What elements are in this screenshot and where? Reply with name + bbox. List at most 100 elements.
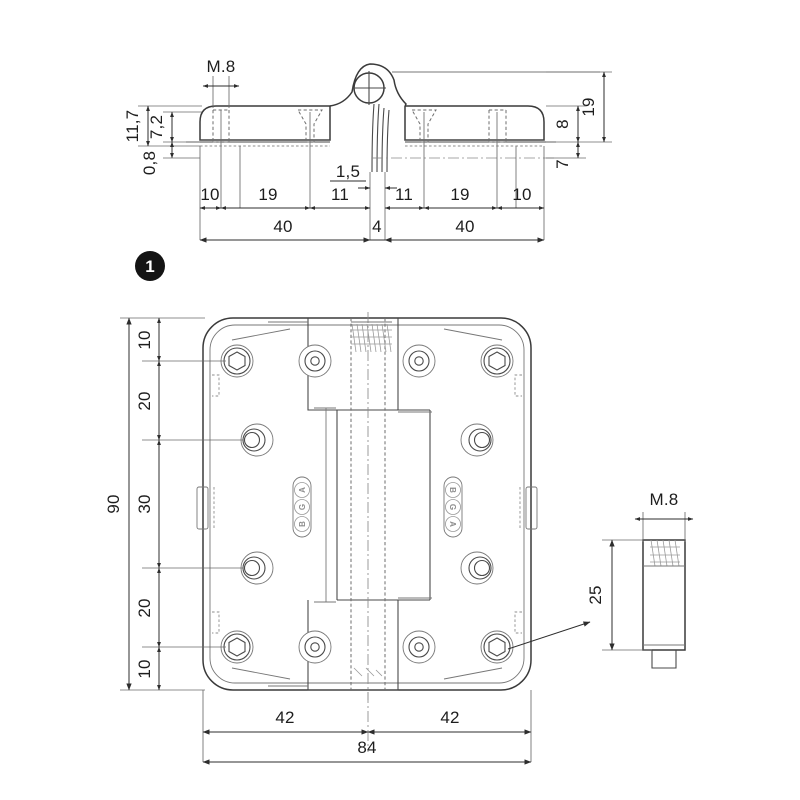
countersunk-hole-bottom-left [298, 630, 332, 664]
front-view-hdim-total: 84 [202, 738, 532, 765]
adj-lr-inner [473, 559, 491, 577]
dim-total-row: 40 4 40 [199, 217, 545, 243]
adj-lr-mid [468, 556, 492, 580]
cs-tr-mid [408, 350, 430, 372]
agb-left-letter-3: B [298, 521, 307, 527]
front-view-group: A G B B G A 10 [104, 312, 538, 765]
knurl-strokes-b [351, 329, 392, 345]
stem-right-outer [386, 109, 390, 173]
dim-gap-1-5: 1,5 [330, 162, 397, 190]
detail-knurl [650, 540, 680, 566]
detail-knurl-strokes [650, 540, 680, 566]
dim-label-chain-10-right: 10 [512, 185, 531, 204]
dim-label-total-40-left: 40 [273, 217, 292, 236]
left-leaf-countersink [297, 109, 323, 143]
cs-tl-mid [304, 350, 326, 372]
detail-dim-m8: M.8 [634, 490, 694, 542]
dim-label-7-2: 7,2 [147, 115, 166, 139]
hex-screw-bottom-right [480, 630, 514, 664]
agb-logo-left: A G B [292, 476, 312, 538]
dim-label-v20-bot: 20 [135, 598, 154, 617]
countersunk-hole-bottom-right [402, 630, 436, 664]
tab-left [196, 486, 209, 530]
detail-screw-spigot [651, 650, 677, 669]
agb-right-ring-3 [445, 516, 461, 532]
balloon-circle [135, 251, 165, 281]
left-leaf-outline [199, 105, 331, 141]
top-view-right-leaf [404, 105, 545, 141]
dim-label-7: 7 [553, 159, 572, 169]
cs-bl-inner [310, 642, 320, 652]
dim-label-0-8: 0,8 [140, 151, 159, 175]
hex-screw-top-right [480, 344, 514, 378]
front-view-hdim-chain: 42 42 [202, 708, 532, 735]
agb-right-letter-2: G [448, 504, 457, 510]
dim-label-90: 90 [104, 494, 123, 513]
agb-right-letter-1: B [448, 487, 457, 493]
cs-br-inner [414, 642, 424, 652]
balloon-callout-1: 1 [135, 251, 165, 281]
dim-label-8: 8 [553, 119, 572, 129]
cs-tl-outer [298, 344, 332, 378]
hex-screw-br-socket [488, 637, 506, 657]
dim-11-7: 11,7 [123, 105, 202, 147]
adj-ll-outer [240, 551, 274, 585]
detail-screw-body [642, 539, 686, 651]
top-view-ext-lines [199, 110, 545, 240]
agb-left-ring-2 [294, 499, 310, 515]
front-view-hdim-ext [202, 690, 532, 762]
cs-tr-inner [414, 356, 424, 366]
agb-left-badge [292, 476, 312, 538]
dim-label-84: 84 [357, 738, 376, 757]
cs-tl-inner [310, 356, 320, 366]
dim-label-11-7: 11,7 [123, 110, 142, 143]
cs-bl-mid [304, 636, 326, 658]
tab-right [525, 486, 538, 530]
dim-label-1-5: 1,5 [336, 162, 360, 181]
dim-label-v30: 30 [135, 494, 154, 513]
cs-bl-outer [298, 630, 332, 664]
hex-screw-tr-mid [483, 347, 511, 375]
detail-leader-arrow [507, 621, 591, 650]
dim-label-42-right: 42 [440, 708, 459, 727]
countersunk-hole-top-left [298, 344, 332, 378]
agb-left-letter-2: G [298, 504, 307, 510]
top-view-left-leaf [199, 105, 331, 141]
dim-label-chain-19-left: 19 [258, 185, 277, 204]
adj-ur-mid [468, 428, 492, 452]
hex-screw-bl-socket [228, 637, 246, 657]
dim-label-m8: M.8 [207, 57, 236, 76]
cs-br-outer [402, 630, 436, 664]
adj-lr-outer [460, 551, 494, 585]
adjuster-hole-lower-right [460, 551, 494, 585]
dim-label-v10-top: 10 [135, 330, 154, 349]
agb-logo-right: B G A [443, 476, 463, 538]
right-leaf-outline [404, 105, 545, 141]
dim-label-detail-25: 25 [586, 585, 605, 604]
hex-screw-tl-socket [228, 351, 246, 371]
adjuster-hole-upper-left [240, 423, 274, 457]
adjuster-hole-upper-right [460, 423, 494, 457]
agb-left-ring-3 [294, 516, 310, 532]
cs-br-mid [408, 636, 430, 658]
pin-tip-marks [353, 667, 383, 677]
agb-right-badge [443, 476, 463, 538]
countersink-right-profile [411, 109, 437, 143]
dim-label-chain-11-right: 11 [395, 185, 413, 204]
front-view-vdim-total: 90 [104, 317, 132, 691]
countersink-left-profile [297, 109, 323, 143]
dim-label-total-40-right: 40 [455, 217, 474, 236]
dim-label-v10-bot: 10 [135, 659, 154, 678]
cs-tr-outer [402, 344, 436, 378]
dim-label-detail-m8: M.8 [650, 490, 679, 509]
dim-19-overall: 19 [546, 71, 612, 143]
hex-screw-tr-socket [488, 351, 506, 371]
adj-ur-outer [460, 423, 494, 457]
knuckle-boss [329, 63, 407, 107]
chamfer-br [443, 667, 503, 680]
dim-label-19: 19 [579, 97, 598, 116]
hex-screw-tr-outer [480, 344, 514, 378]
dim-7-2: 7,2 [147, 111, 202, 143]
agb-right-ring-1 [445, 482, 461, 498]
